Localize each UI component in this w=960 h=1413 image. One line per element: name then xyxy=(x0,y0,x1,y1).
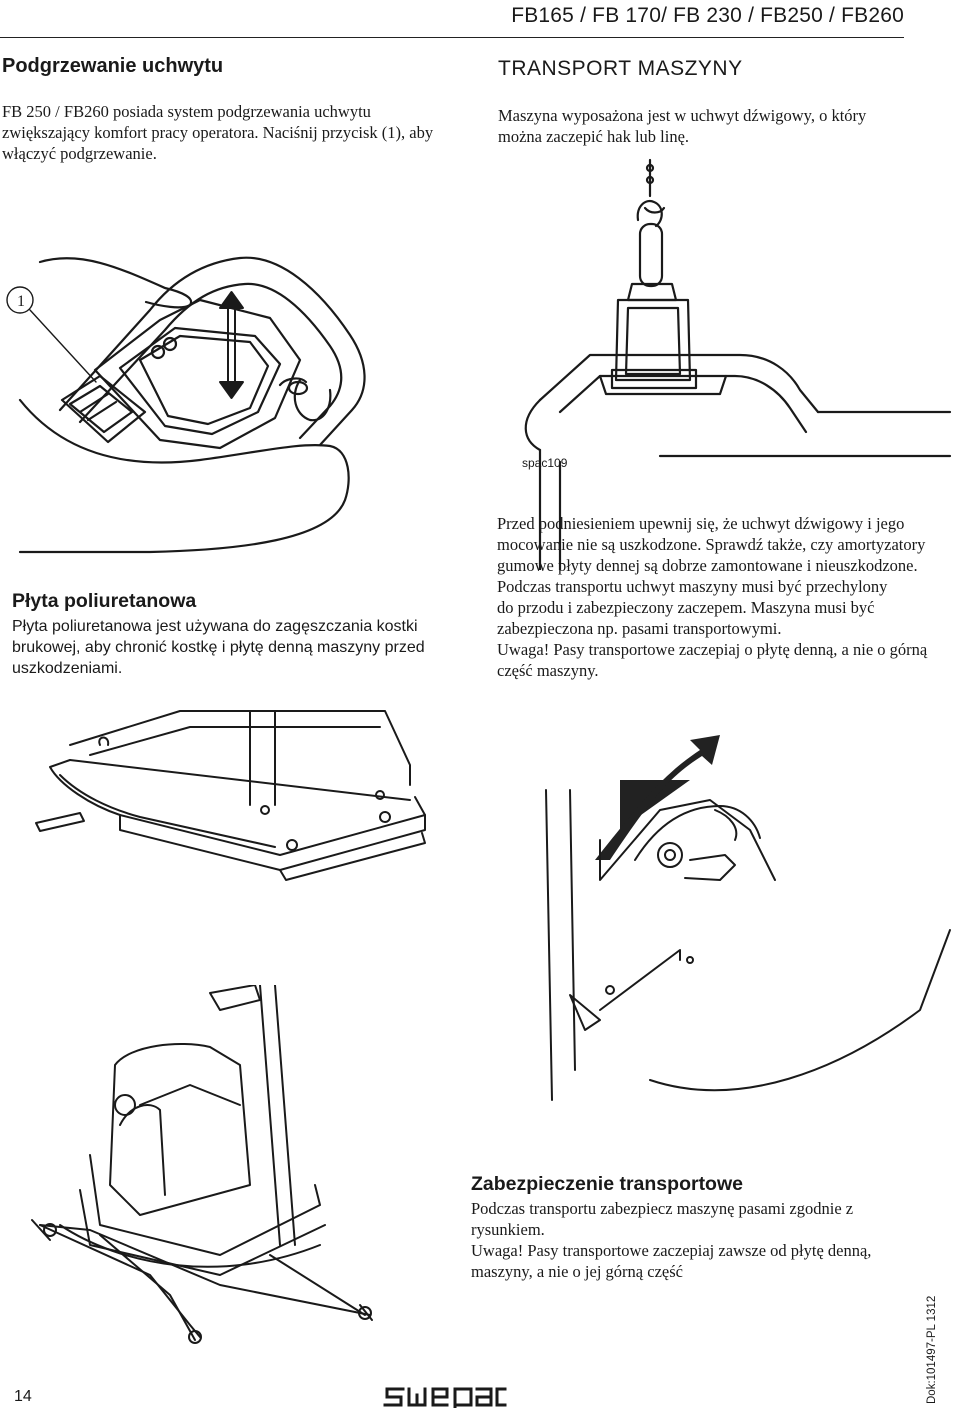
pu-plate-title: Płyta poliuretanowa xyxy=(12,590,197,612)
document-reference: Dok:101497-PL 1312 xyxy=(926,1295,938,1404)
transport-line: Maszyna wyposażona jest w uchwyt dźwigow… xyxy=(498,106,867,125)
lifting-note-line: Przed podniesieniem upewnij się, że uchw… xyxy=(497,514,905,533)
securing-text: Podczas transportu zabezpiecz maszynę pa… xyxy=(471,1198,911,1282)
heating-line: włączyć podgrzewanie. xyxy=(2,144,157,163)
securing-line: rysunkiem. xyxy=(471,1220,545,1239)
lifting-note-line: mocowanie nie są uszkodzone. Sprawdź tak… xyxy=(497,535,926,554)
heating-text: FB 250 / FB260 posiada system podgrzewan… xyxy=(2,101,442,164)
double-arrow xyxy=(219,291,244,399)
heating-button-panel xyxy=(60,374,147,444)
securing-line: Podczas transportu zabezpiecz maszynę pa… xyxy=(471,1199,854,1218)
hand-illustration xyxy=(18,257,350,554)
figure1-caption: spac109 xyxy=(522,456,568,470)
pu-plate-text: Płyta poliuretanowa jest używana do zagę… xyxy=(12,616,462,679)
pu-plate-line: uszkodzeniami. xyxy=(12,660,123,677)
lifting-note-line: Podczas transportu uchwyt maszyny musi b… xyxy=(497,577,888,596)
callout-number: 1 xyxy=(17,293,25,310)
figure1-caption-bound: spac109 xyxy=(522,455,567,469)
callout-number-bound: 1 xyxy=(17,292,25,310)
lifting-note-text: Przed podniesieniem upewnij się, że uchw… xyxy=(497,513,957,681)
swepac-logo: swepac xyxy=(383,1386,507,1413)
header-divider xyxy=(0,37,904,38)
figure-pu-plate xyxy=(30,705,450,885)
callout-circle xyxy=(6,286,34,314)
figure-machine-strapped xyxy=(20,985,400,1355)
securing-line: maszyny, a nie o jej górną część xyxy=(471,1262,683,1281)
lifting-hook-illustration xyxy=(524,158,952,570)
callout-leader xyxy=(29,309,97,383)
securing-title: Zabezpieczenie transportowe xyxy=(471,1173,743,1195)
page-number: 14 xyxy=(14,1388,32,1405)
heating-title: Podgrzewanie uchwytu xyxy=(2,55,224,77)
figure-handle-heating-and-lifting: spac109 1 xyxy=(0,150,960,570)
control-box xyxy=(93,298,302,450)
pu-plate-line: Płyta poliuretanowa jest używana do zagę… xyxy=(12,618,418,635)
transport-title: TRANSPORT MASZYNY xyxy=(498,57,743,80)
transport-text: Maszyna wyposażona jest w uchwyt dźwigow… xyxy=(498,105,918,147)
transport-line: można zaczepić hak lub linę. xyxy=(498,127,690,146)
lifting-note-line: Uwaga! Pasy transportowe zaczepiaj o pły… xyxy=(497,640,928,659)
lifting-note-line: część maszyny. xyxy=(497,661,599,680)
brand-text: swepac xyxy=(383,1386,386,1387)
header-title: FB165 / FB 170/ FB 230 / FB250 / FB260 xyxy=(511,4,904,27)
lifting-note-line: do przodu i zabezpieczony zaczepem. Masz… xyxy=(497,598,875,617)
lifting-note-line: zabezpieczona np. pasami transportowymi. xyxy=(497,619,782,638)
lifting-note-line: gumowe płyty dennej są dobrze zamontowan… xyxy=(497,556,918,575)
pu-plate-line: brukowej, aby chronić kostkę i płytę den… xyxy=(12,639,425,656)
heating-line: FB 250 / FB260 posiada system podgrzewan… xyxy=(2,102,371,121)
handle-loop xyxy=(58,256,366,447)
securing-line: Uwaga! Pasy transportowe zaczepiaj zawsz… xyxy=(471,1241,872,1260)
heating-line: zwiększający komfort pracy operatora. Na… xyxy=(2,123,434,142)
figure-handle-lock xyxy=(540,710,960,1110)
